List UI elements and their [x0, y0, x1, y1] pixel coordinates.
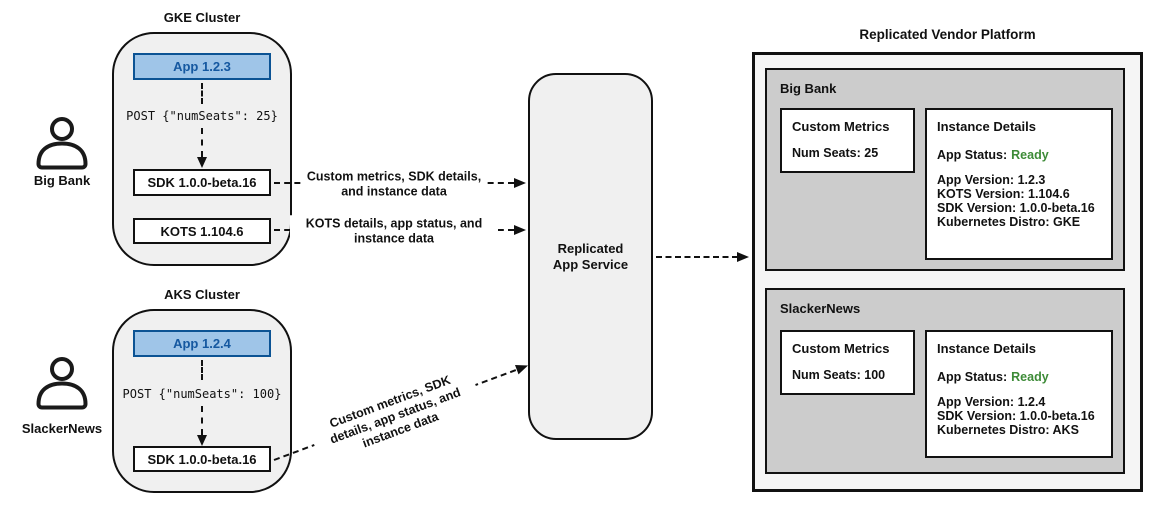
custom-metrics-card: Custom Metrics Num Seats: 25 [780, 108, 915, 173]
replicated-app-service-label: Replicated App Service [552, 240, 629, 272]
detail-line: Kubernetes Distro: GKE [937, 215, 1081, 229]
detail-line: App Version: 1.2.3 [937, 173, 1046, 187]
sdk-to-service-arrow: Custom metrics, SDK details, and instanc… [274, 168, 514, 200]
big-bank-label: Big Bank [33, 173, 91, 188]
detail-line: App Version: 1.2.4 [937, 395, 1046, 409]
status-label: App Status: [937, 370, 1008, 384]
aks-sdk-box: SDK 1.0.0-beta.16 [133, 446, 271, 472]
aks-cluster-title: AKS Cluster [164, 287, 240, 302]
gke-kots-label: KOTS 1.104.6 [160, 223, 244, 239]
instance-details-title: Instance Details [937, 119, 1036, 134]
customer-name: Big Bank [780, 81, 837, 96]
metric-value: Num Seats: 100 [792, 368, 886, 382]
aks-app-version-label: App 1.2.4 [173, 336, 231, 351]
gke-sdk-label: SDK 1.0.0-beta.16 [147, 175, 257, 190]
kots-to-service-arrow: KOTS details, app status, and instance d… [274, 215, 514, 247]
service-to-platform-arrow [656, 256, 738, 258]
arrow-head-icon [196, 157, 207, 168]
gke-cluster-title: GKE Cluster [163, 10, 241, 25]
status-value: Ready [1011, 148, 1049, 162]
instance-detail-lines: App Version: 1.2.4 SDK Version: 1.0.0-be… [937, 395, 1095, 437]
instance-detail-lines: App Version: 1.2.3 KOTS Version: 1.104.6… [937, 173, 1095, 229]
slackernews-label: SlackerNews [21, 421, 103, 436]
instance-details-title: Instance Details [937, 341, 1036, 356]
detail-line: SDK Version: 1.0.0-beta.16 [937, 201, 1095, 215]
custom-metrics-title: Custom Metrics [792, 341, 890, 356]
custom-metrics-card: Custom Metrics Num Seats: 100 [780, 330, 915, 395]
platform-title: Replicated Vendor Platform [859, 27, 1036, 42]
customer-section-slackernews: SlackerNews Custom Metrics Num Seats: 10… [765, 288, 1125, 474]
app-status-row: App Status:Ready [937, 146, 1049, 164]
app-status-row: App Status:Ready [937, 368, 1049, 386]
kots-to-service-arrow-label: KOTS details, app status, and instance d… [290, 215, 498, 247]
arrow-head-icon [514, 177, 526, 188]
person-icon [36, 357, 88, 410]
arrow-head-icon [196, 435, 207, 446]
status-value: Ready [1011, 370, 1049, 384]
aks-sdk-label: SDK 1.0.0-beta.16 [147, 451, 257, 467]
big-bank-actor [34, 116, 90, 170]
aks-app-version-box: App 1.2.4 [133, 330, 271, 357]
gke-kots-box: KOTS 1.104.6 [133, 218, 271, 244]
gke-app-version-box: App 1.2.3 [133, 53, 271, 80]
detail-line: Kubernetes Distro: AKS [937, 423, 1079, 437]
arrow-head-icon [514, 224, 526, 235]
gke-app-version-label: App 1.2.3 [173, 59, 231, 74]
person-icon [36, 117, 88, 170]
aks-sdk-connector [201, 406, 203, 435]
status-label: App Status: [937, 148, 1008, 162]
aks-sdk-to-service-arrow: Custom metrics, SDK details, app status,… [273, 360, 530, 468]
metric-value: Num Seats: 25 [792, 146, 879, 160]
instance-details-card: Instance Details App Status:Ready App Ve… [925, 108, 1113, 260]
slackernews-actor [34, 356, 90, 410]
gke-sdk-connector [201, 128, 203, 157]
aks-post-payload: POST {"numSeats": 100} [122, 387, 282, 401]
customer-section-big-bank: Big Bank Custom Metrics Num Seats: 25 In… [765, 68, 1125, 271]
arrow-head-icon [737, 251, 749, 262]
instance-details-card: Instance Details App Status:Ready App Ve… [925, 330, 1113, 458]
gke-sdk-box: SDK 1.0.0-beta.16 [133, 169, 271, 196]
detail-line: SDK Version: 1.0.0-beta.16 [937, 409, 1095, 423]
replicated-app-service-box: Replicated App Service [528, 73, 653, 440]
aks-sdk-to-service-arrow-label: Custom metrics, SDK details, app status,… [306, 364, 484, 468]
aks-post-connector [201, 360, 203, 380]
custom-metrics-title: Custom Metrics [792, 119, 890, 134]
gke-post-payload: POST {"numSeats": 25} [126, 109, 278, 123]
sdk-to-service-arrow-label: Custom metrics, SDK details, and instanc… [301, 168, 487, 200]
detail-line: KOTS Version: 1.104.6 [937, 187, 1070, 201]
gke-post-connector [201, 83, 203, 104]
customer-name: SlackerNews [780, 301, 861, 316]
